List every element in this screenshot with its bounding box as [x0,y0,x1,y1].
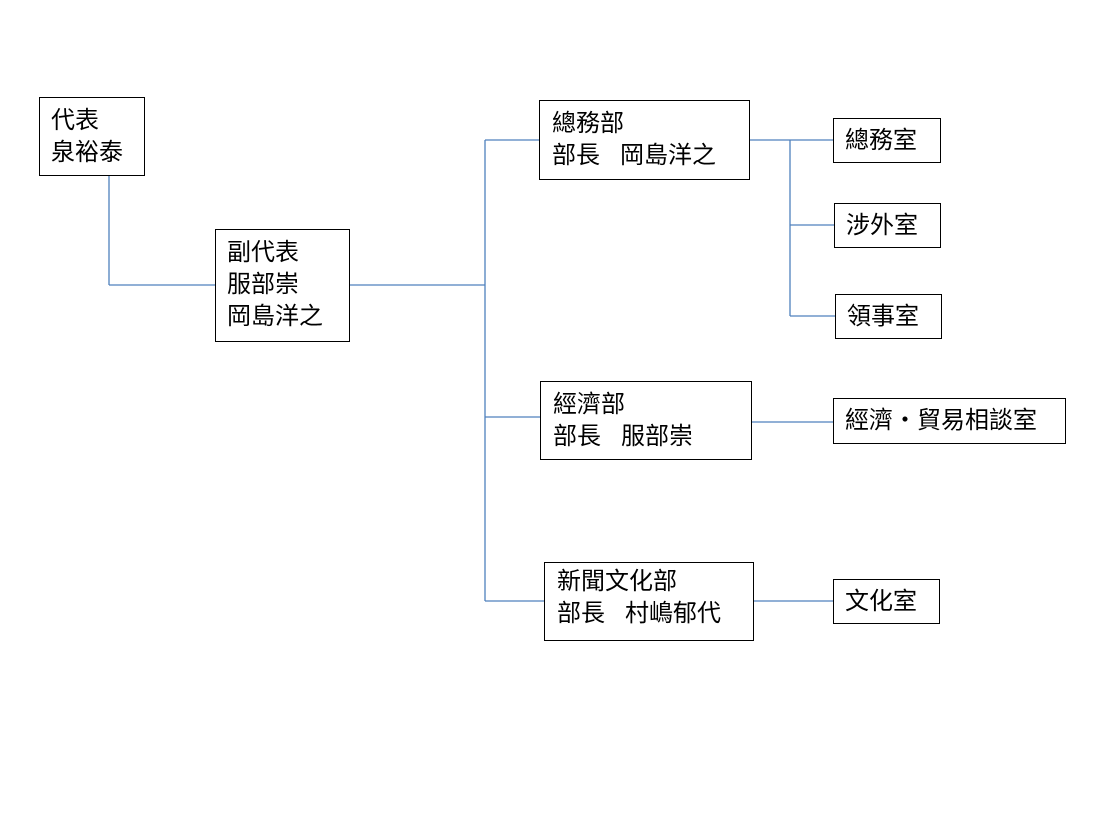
deputy-name-2: 岡島洋之 [227,302,323,330]
culture-office-box: 文化室 [833,579,940,624]
department-head-title: 部長 [552,141,600,169]
department-name: 總務部 [552,109,624,137]
representative-name: 泉裕泰 [51,138,123,166]
department-head-title: 部長 [553,422,601,450]
representative-title: 代表 [51,106,99,134]
department-head-name: 村嶋郁代 [625,599,721,627]
protocol-office-box: 涉外室 [834,203,941,248]
department-head: 部長岡島洋之 [552,139,749,171]
department-name: 新聞文化部 [557,567,677,595]
deputy-box: 副代表 服部崇 岡島洋之 [215,229,350,342]
office-name: 文化室 [845,587,917,615]
department-name: 經濟部 [553,390,625,418]
department-head-name: 服部崇 [621,422,693,450]
deputy-name-1: 服部崇 [227,270,299,298]
economic-department-box: 經濟部 部長服部崇 [540,381,752,460]
office-name: 經濟・貿易相談室 [845,406,1037,434]
consular-office-box: 領事室 [835,294,942,339]
general-affairs-department-box: 總務部 部長岡島洋之 [539,100,750,180]
office-name: 涉外室 [846,211,918,239]
department-head: 部長服部崇 [553,420,751,452]
department-head-name: 岡島洋之 [620,141,716,169]
press-culture-department-box: 新聞文化部 部長村嶋郁代 [544,562,754,641]
office-name: 領事室 [847,302,919,330]
general-affairs-office-box: 總務室 [833,118,941,163]
economic-trade-consultation-office-box: 經濟・貿易相談室 [833,398,1066,444]
office-name: 總務室 [845,126,917,154]
department-head-title: 部長 [557,599,605,627]
representative-box: 代表 泉裕泰 [39,97,145,176]
department-head: 部長村嶋郁代 [557,597,753,629]
deputy-title: 副代表 [227,238,299,266]
